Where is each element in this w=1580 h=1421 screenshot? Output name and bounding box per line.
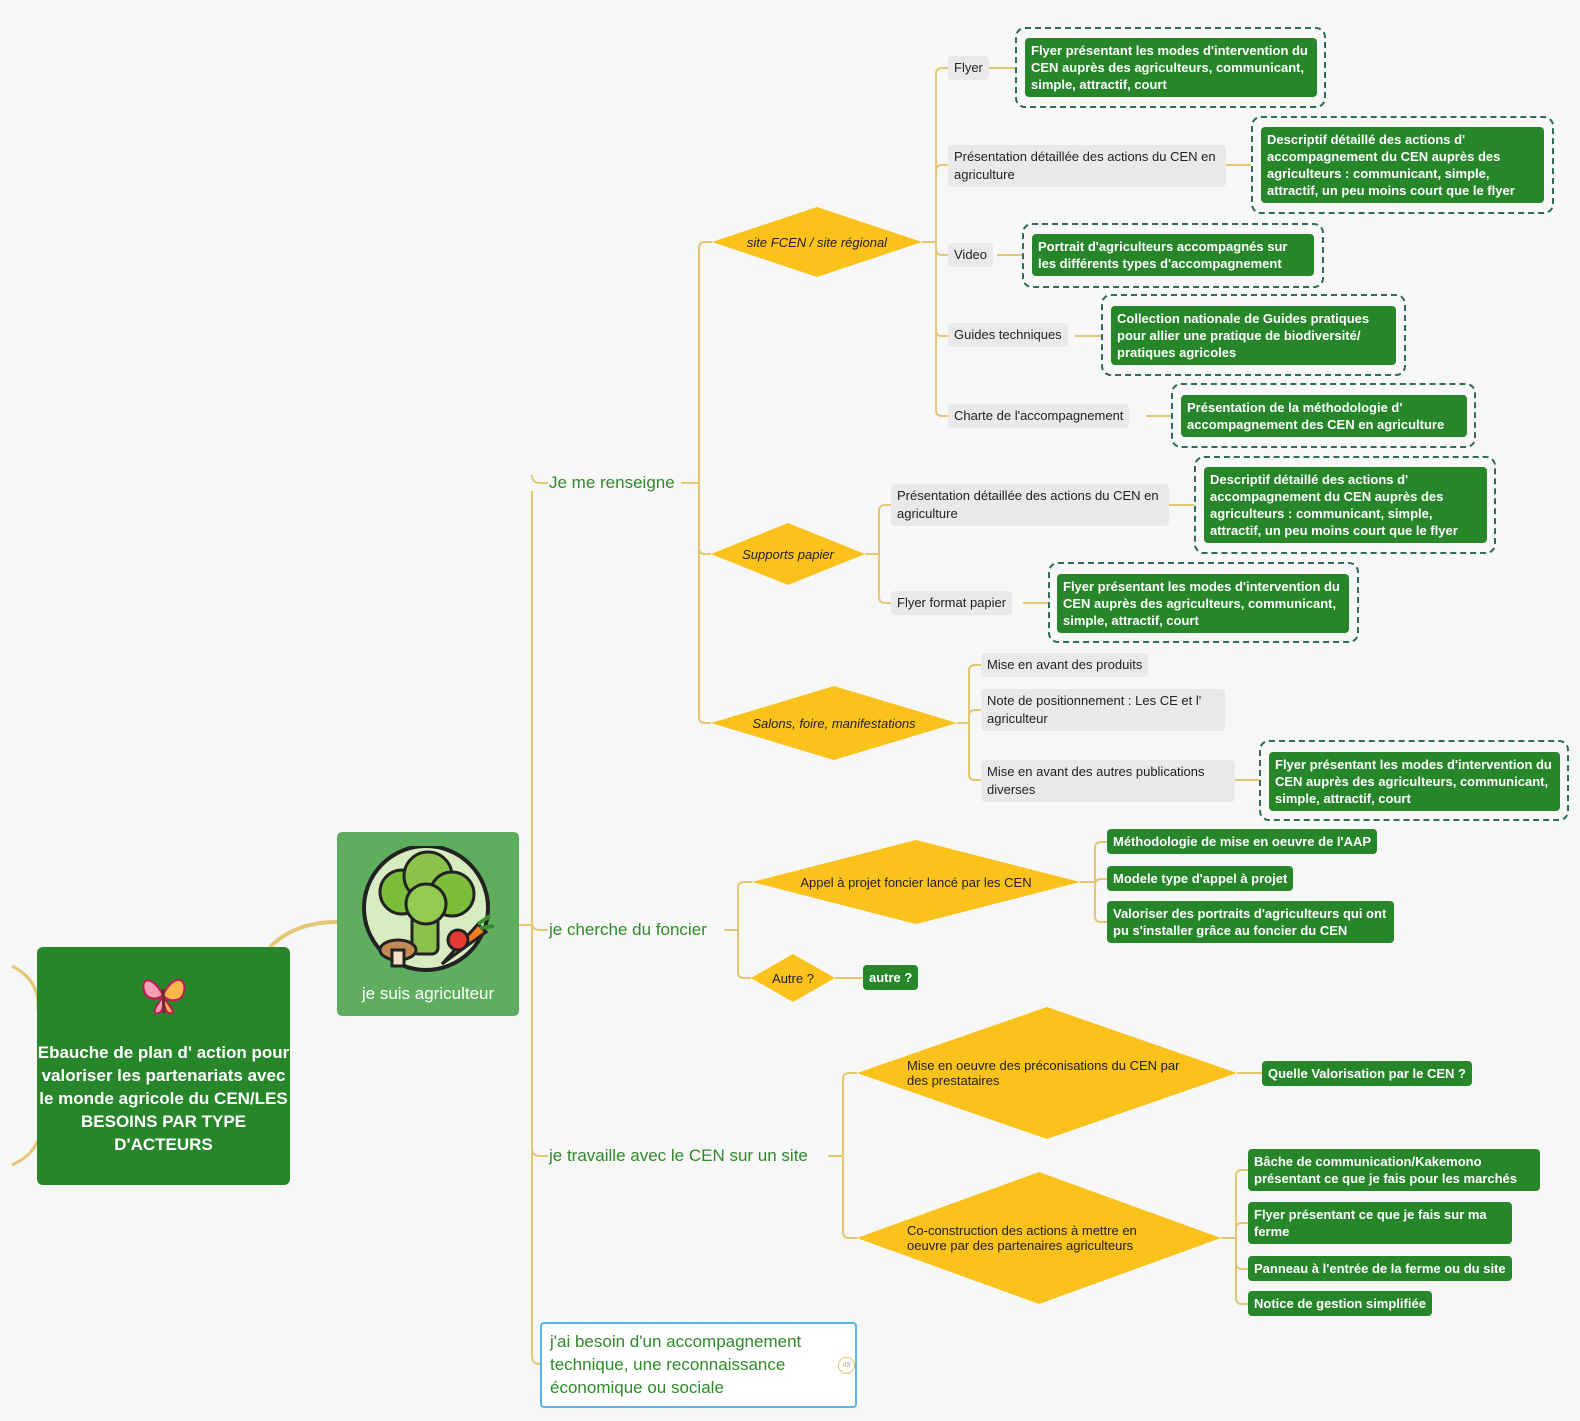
note-autre[interactable]: autre ? bbox=[863, 965, 919, 990]
diamond-appel-a-projet[interactable]: Appel à projet foncier lancé par les CEN bbox=[752, 840, 1080, 924]
topic-presentation-detaillee-1[interactable]: Présentation détaillée des actions du CE… bbox=[948, 145, 1226, 187]
branch-connector bbox=[1094, 841, 1107, 849]
branch-connector bbox=[935, 248, 948, 256]
branch-connector bbox=[935, 329, 948, 337]
note-flyer-papier-modes[interactable]: Flyer présentant les modes d'interventio… bbox=[1057, 574, 1349, 633]
level1-connector bbox=[531, 474, 548, 484]
branch-connector bbox=[1235, 1222, 1248, 1230]
partial-left-arc bbox=[11, 964, 40, 1011]
note-flyer-modes-intervention[interactable]: Flyer présentant les modes d'interventio… bbox=[1025, 38, 1317, 97]
branch-connector bbox=[1235, 1169, 1248, 1177]
level1-connector bbox=[531, 1147, 548, 1157]
note-collection-guides[interactable]: Collection nationale de Guides pratiques… bbox=[1111, 306, 1396, 365]
topic-video[interactable]: Video bbox=[948, 243, 994, 267]
note-quelle-valorisation[interactable]: Quelle Valorisation par le CEN ? bbox=[1262, 1061, 1472, 1086]
branch-connector bbox=[842, 1231, 857, 1239]
note-portrait-agriculteurs[interactable]: Portrait d'agriculteurs accompagnés sur … bbox=[1032, 234, 1314, 276]
branch-connector bbox=[968, 664, 981, 672]
branch-connector bbox=[1235, 1262, 1248, 1270]
diamond-co-construction[interactable]: Co-construction des actions à mettre en … bbox=[857, 1172, 1221, 1304]
boundary-flyer-salons bbox=[1259, 740, 1569, 821]
boundary-descriptif-2 bbox=[1194, 456, 1496, 554]
level1-connector bbox=[531, 1355, 541, 1365]
branch-je-cherche-du-foncier[interactable]: je cherche du foncier bbox=[549, 920, 707, 939]
note-portraits-foncier[interactable]: Valoriser des portraits d'agriculteurs q… bbox=[1107, 901, 1394, 943]
boundary-portrait bbox=[1022, 223, 1324, 288]
note-notice-gestion[interactable]: Notice de gestion simplifiée bbox=[1248, 1291, 1432, 1316]
boundary-flyer bbox=[1015, 27, 1326, 108]
branch-connector bbox=[698, 547, 711, 555]
broccoli-icon bbox=[362, 846, 494, 972]
diamond-supports-papier[interactable]: Supports papier bbox=[711, 523, 865, 585]
root-topic[interactable]: Ebauche de plan d' action pour valoriser… bbox=[37, 947, 290, 1185]
level1-connector bbox=[531, 921, 548, 931]
note-panneau-entree[interactable]: Panneau à l'entrée de la ferme ou du sit… bbox=[1248, 1256, 1512, 1281]
root-to-central-line bbox=[268, 920, 338, 949]
branch-connector bbox=[935, 409, 948, 417]
boundary-methodologie bbox=[1171, 383, 1476, 448]
topic-flyer-format-papier[interactable]: Flyer format papier bbox=[891, 591, 1013, 615]
branch-accompagnement-label: j'ai besoin d'un accompagnement techniqu… bbox=[550, 1332, 802, 1397]
branch-connector bbox=[737, 971, 751, 979]
branch-connector bbox=[1094, 915, 1107, 923]
note-flyer-salons-modes[interactable]: Flyer présentant les modes d'interventio… bbox=[1269, 752, 1560, 811]
topic-flyer[interactable]: Flyer bbox=[948, 56, 989, 80]
diamond-site-fcen[interactable]: site FCEN / site régional bbox=[712, 207, 922, 277]
note-methodologie-aap[interactable]: Méthodologie de mise en oeuvre de l'AAP bbox=[1107, 829, 1378, 854]
topic-guides-techniques[interactable]: Guides techniques bbox=[948, 323, 1068, 347]
note-methodologie-accompagnement[interactable]: Présentation de la méthodologie d' accom… bbox=[1181, 395, 1467, 437]
boundary-flyer-papier bbox=[1048, 562, 1359, 643]
diamond-salons[interactable]: Salons, foire, manifestations bbox=[711, 686, 957, 760]
diamond-autre[interactable]: Autre ? bbox=[751, 954, 835, 1002]
note-flyer-ferme[interactable]: Flyer présentant ce que je fais sur ma f… bbox=[1248, 1202, 1512, 1244]
branch-connector bbox=[1235, 1297, 1248, 1305]
branch-connector bbox=[698, 241, 712, 249]
branch-je-me-renseigne[interactable]: Je me renseigne bbox=[549, 473, 675, 492]
topic-mise-en-avant-publications[interactable]: Mise en avant des autres publications di… bbox=[981, 760, 1235, 802]
butterfly-icon bbox=[142, 979, 185, 1015]
branch-connector bbox=[1094, 878, 1107, 886]
root-title: Ebauche de plan d' action pour valoriser… bbox=[37, 1043, 290, 1154]
branch-connector bbox=[935, 67, 948, 75]
collapsed-count-badge[interactable]: 49 bbox=[838, 1357, 855, 1374]
branch-connector bbox=[698, 716, 711, 724]
branch-connector bbox=[935, 164, 948, 172]
boundary-collection bbox=[1101, 294, 1406, 376]
partial-left-arc bbox=[11, 1139, 40, 1167]
diamond-mise-en-oeuvre[interactable]: Mise en oeuvre des préconisations du CEN… bbox=[857, 1007, 1237, 1139]
topic-note-positionnement[interactable]: Note de positionnement : Les CE et l' ag… bbox=[981, 689, 1225, 731]
note-descriptif-detaille-1[interactable]: Descriptif détaillé des actions d' accom… bbox=[1261, 127, 1544, 203]
central-label: je suis agriculteur bbox=[361, 984, 495, 1003]
branch-connector bbox=[878, 596, 891, 604]
topic-presentation-detaillee-2[interactable]: Présentation détaillée des actions du CE… bbox=[891, 484, 1169, 526]
branch-connector bbox=[878, 504, 891, 512]
boundary-descriptif-1 bbox=[1251, 116, 1554, 214]
topic-mise-en-avant-produits[interactable]: Mise en avant des produits bbox=[981, 653, 1149, 677]
note-descriptif-detaille-2[interactable]: Descriptif détaillé des actions d' accom… bbox=[1204, 467, 1487, 543]
branch-connector bbox=[968, 709, 981, 717]
branch-je-travaille-avec-le-cen[interactable]: je travaille avec le CEN sur un site bbox=[549, 1146, 808, 1165]
branch-connector bbox=[968, 773, 981, 781]
topic-charte[interactable]: Charte de l'accompagnement bbox=[948, 404, 1130, 428]
note-modele-appel-projet[interactable]: Modele type d'appel à projet bbox=[1107, 866, 1294, 891]
note-bache-communication[interactable]: Bâche de communication/Kakemono présenta… bbox=[1248, 1149, 1540, 1191]
branch-accompagnement-technique[interactable]: j'ai besoin d'un accompagnement techniqu… bbox=[540, 1322, 857, 1408]
branch-connector bbox=[842, 1072, 857, 1080]
central-topic[interactable]: je suis agriculteur bbox=[337, 832, 519, 1016]
branch-connector bbox=[737, 881, 752, 889]
